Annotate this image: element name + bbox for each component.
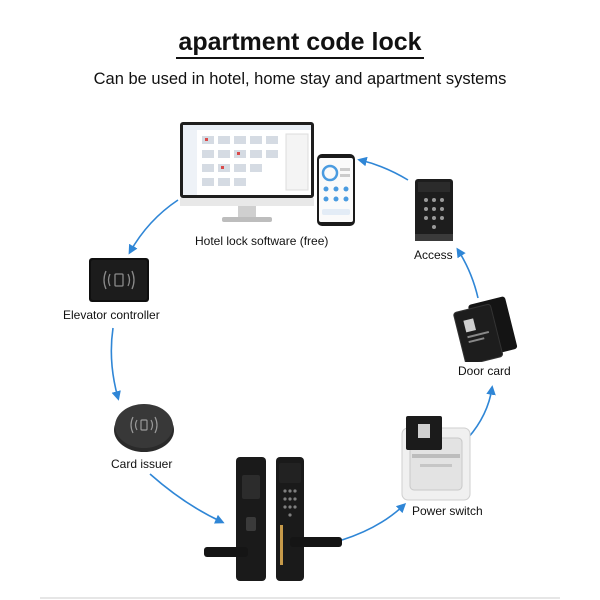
elevator-label: Elevator controller — [63, 308, 160, 322]
software-label: Hotel lock software (free) — [195, 234, 329, 248]
arrow-access-to-software — [357, 156, 409, 181]
card-issuer-label: Card issuer — [111, 457, 173, 471]
door-card-label: Door card — [458, 364, 511, 378]
power-switch-icon — [401, 416, 471, 501]
access-label: Access — [414, 248, 453, 262]
phone-icon — [317, 154, 355, 226]
elevator-reader-icon — [89, 258, 149, 302]
page-title: apartment code lock — [0, 28, 600, 59]
arrow-doorcard-to-access — [456, 247, 479, 299]
door-lock-icon — [204, 457, 342, 581]
page-subtitle: Can be used in hotel, home stay and apar… — [93, 70, 507, 88]
access-keypad-icon — [415, 179, 453, 241]
arrow-lock-to-power — [341, 503, 407, 541]
bottom-divider — [40, 597, 560, 599]
arrow-issuer-to-lock — [149, 473, 225, 524]
monitor-icon — [180, 122, 314, 222]
card-issuer-icon — [114, 404, 174, 452]
power-switch-label: Power switch — [412, 504, 483, 518]
arrow-power-to-doorcard — [467, 385, 496, 439]
arrow-elevator-to-issuer — [110, 327, 121, 401]
arrow-software-to-elevator — [128, 199, 179, 255]
door-card-icon — [453, 296, 518, 362]
